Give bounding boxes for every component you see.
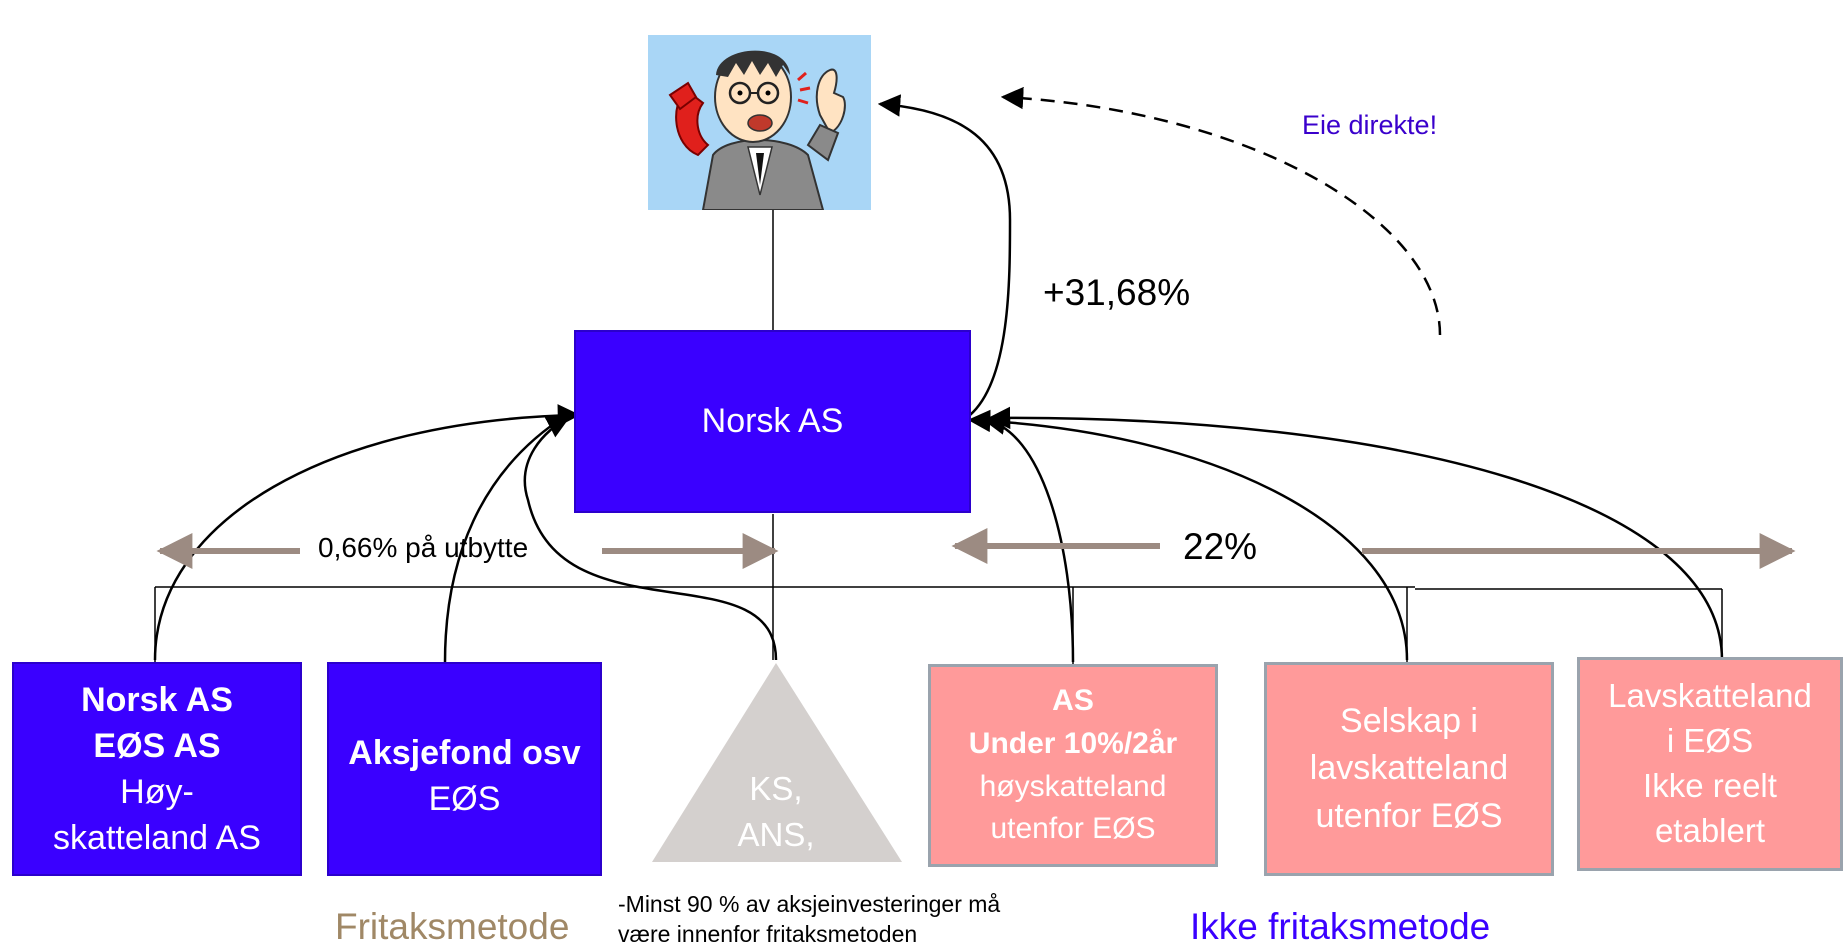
ks-ans-triangle bbox=[652, 663, 902, 862]
dividend-arrows bbox=[153, 94, 1724, 663]
left-range-label: 0,66% på utbytte bbox=[318, 532, 529, 563]
arrow-norsk-to-person bbox=[877, 94, 1012, 416]
right-range-label: 22% bbox=[1183, 526, 1258, 567]
footnote-line: være innenfor fritaksmetoden bbox=[618, 920, 918, 947]
ks-ans-label: KS, ANS, bbox=[700, 766, 852, 858]
box-line: Under 10%/2år bbox=[968, 726, 1178, 760]
box-line: i EØS bbox=[1666, 722, 1754, 760]
as-under-10-box: AS Under 10%/2år høyskatteland utenfor E… bbox=[928, 664, 1218, 867]
norsk-eos-hoyskatteland-box: Norsk AS EØS AS Høy- skatteland AS bbox=[12, 662, 302, 876]
norsk-as-parent-title: Norsk AS bbox=[701, 402, 844, 441]
fritaksmetode-label: Fritaksmetode bbox=[335, 906, 570, 947]
person-phone-icon bbox=[648, 35, 871, 210]
arrow-aksjefond-to-top bbox=[443, 413, 569, 663]
footnote-line: -Minst 90 % av aksjeinvesteringer må bbox=[618, 891, 1001, 917]
selskap-lavskatteland-box: Selskap i lavskatteland utenfor EØS bbox=[1264, 662, 1554, 876]
arrow-selskap-to-top bbox=[967, 409, 1409, 661]
arrow-lavskatteland-to-top bbox=[987, 406, 1724, 661]
footnote: -Minst 90 % av aksjeinvesteringer må vær… bbox=[618, 890, 1000, 950]
box-line: EØS AS bbox=[93, 726, 221, 765]
eie-direkte-label: Eie direkte! bbox=[1302, 110, 1438, 140]
box-line: utenfor EØS bbox=[1315, 796, 1503, 835]
box-line: AS bbox=[1052, 684, 1094, 718]
box-line: utenfor EØS bbox=[990, 812, 1156, 846]
lavskatteland-eos-box: Lavskatteland i EØS Ikke reelt etablert bbox=[1577, 657, 1843, 871]
range-arrows bbox=[156, 528, 1796, 569]
box-line: Høy- bbox=[120, 773, 194, 811]
box-line: Lavskatteland bbox=[1608, 677, 1812, 715]
ikke-fritaksmetode-label: Ikke fritaksmetode bbox=[1190, 906, 1491, 947]
arrow-norsk-as-to-top bbox=[153, 404, 581, 661]
box-line: lavskatteland bbox=[1309, 749, 1509, 788]
aksjefond-eos-box: Aksjefond osv EØS bbox=[327, 662, 602, 876]
box-line: høyskatteland bbox=[979, 769, 1167, 803]
box-line: Selskap i bbox=[1340, 701, 1478, 740]
triangle-line: KS, bbox=[749, 770, 803, 807]
box-line: Aksjefond osv bbox=[348, 734, 581, 772]
box-line: skatteland AS bbox=[53, 819, 261, 858]
arrow-as-under-to-top bbox=[982, 412, 1075, 663]
triangle-line: ANS, bbox=[737, 816, 815, 854]
up-percent-label: +31,68% bbox=[1043, 272, 1191, 313]
arrow-ks-to-top bbox=[523, 416, 778, 661]
box-line: etablert bbox=[1654, 811, 1766, 849]
norsk-as-parent-box: Norsk AS bbox=[574, 330, 971, 513]
box-line: Norsk AS bbox=[81, 680, 233, 719]
eie-direkte-arrow bbox=[1000, 86, 1442, 336]
box-line: EØS bbox=[428, 780, 501, 819]
box-line: Ikke reelt bbox=[1643, 767, 1777, 804]
